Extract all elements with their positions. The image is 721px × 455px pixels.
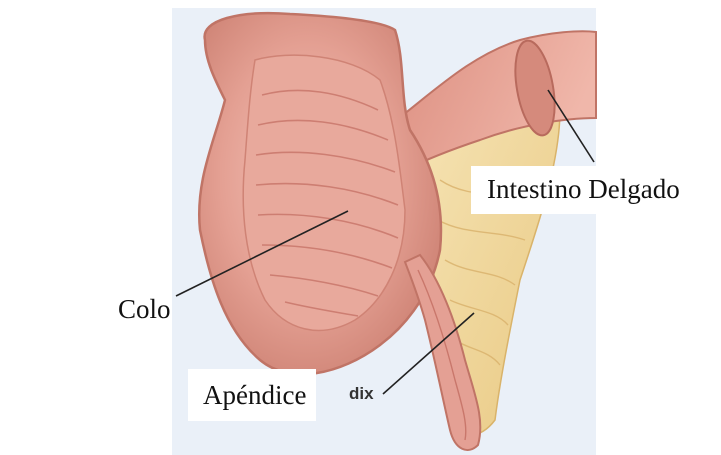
small-intestine-label: Intestino Delgado [471,166,686,214]
colon-label: Colo [118,296,171,323]
appendix-label: Apéndice [188,369,316,421]
appendix-residual-label: dix [349,385,374,402]
colon-lumen [243,55,405,330]
